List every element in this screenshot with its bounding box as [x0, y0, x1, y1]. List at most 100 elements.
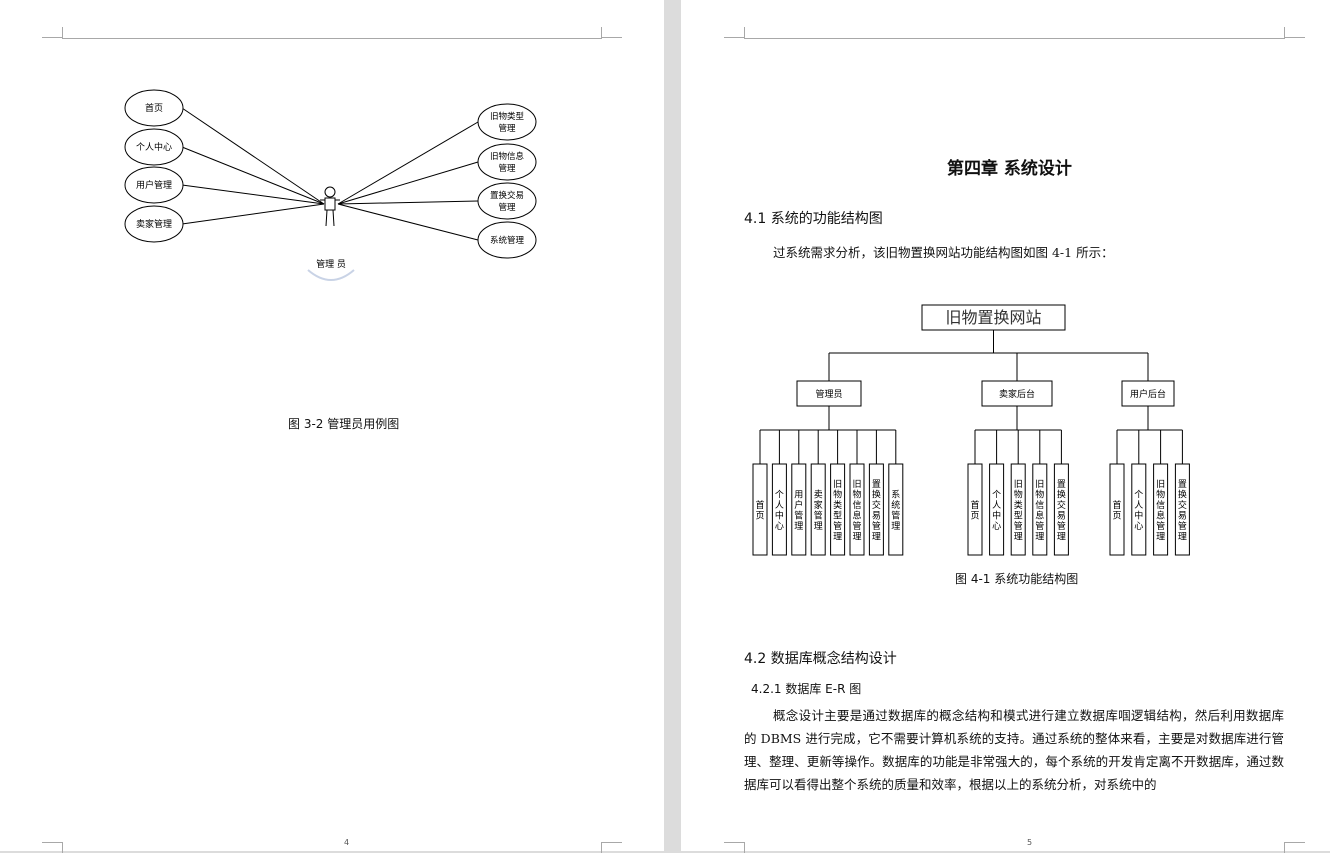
leaf-label-char: 管	[1156, 520, 1165, 532]
leaf-label-char: 物	[1014, 489, 1023, 501]
leaf-label-char: 管	[1057, 520, 1066, 532]
actor-label-shadow	[307, 269, 355, 281]
use-case-label: 卖家管理	[136, 218, 172, 230]
document-page-4: 首页个人中心用户管理卖家管理旧物类型管理旧物信息管理置换交易管理系统管理管理 员…	[0, 0, 664, 853]
leaf-label-char: 旧	[1014, 479, 1023, 490]
leaf-label-char: 交	[1178, 499, 1187, 511]
association-line	[181, 146, 325, 205]
leaf-node	[849, 463, 865, 556]
leaf-label-char: 统	[891, 499, 900, 511]
leaf-label-char: 理	[1178, 532, 1187, 543]
leaf-label-char: 理	[872, 532, 881, 543]
use-case-ellipse	[124, 205, 184, 243]
leaf-label-char: 物	[852, 489, 861, 501]
crop-mark	[724, 842, 745, 853]
leaf-label-char: 用	[794, 490, 803, 501]
leaf-label-char: 卖	[814, 490, 823, 501]
group-node	[981, 380, 1053, 407]
leaf-label-char: 管	[794, 510, 803, 522]
leaf-label-char: 管	[814, 510, 823, 522]
leaf-node	[752, 463, 768, 556]
association-line	[337, 200, 479, 205]
use-case-label: 个人中心	[136, 141, 172, 153]
leaf-label-char: 管	[1014, 520, 1023, 532]
leaf-label-char: 管	[1035, 520, 1044, 532]
leaf-label-char: 首	[755, 499, 764, 511]
leaf-label-char: 类	[833, 499, 842, 511]
leaf-node	[967, 463, 983, 556]
leaf-label-char: 置	[1178, 479, 1187, 490]
association-line	[337, 121, 479, 205]
leaf-label-char: 类	[1014, 499, 1023, 511]
leaf-label-char: 理	[814, 521, 823, 532]
leaf-label-char: 页	[755, 511, 764, 522]
section-heading-4-1: 4.1 系统的功能结构图	[744, 211, 883, 227]
intro-text: 过系统需求分析，该旧物置换网站功能结构图如图 4-1 所示：	[773, 245, 1114, 260]
crop-mark	[601, 842, 622, 853]
leaf-node	[989, 463, 1005, 556]
leaf-label-char: 物	[1156, 489, 1165, 501]
crop-mark	[42, 27, 63, 38]
page-number: 5	[1027, 838, 1033, 847]
leaf-label-char: 息	[1035, 510, 1044, 522]
leaf-label-char: 换	[1178, 489, 1187, 501]
association-line	[337, 161, 479, 205]
association-line	[181, 203, 325, 225]
use-case-label: 置换交易	[490, 190, 524, 201]
leaf-label-char: 换	[1057, 489, 1066, 501]
use-case-ellipse	[477, 103, 537, 141]
use-case-ellipse	[124, 89, 184, 127]
use-case-label: 管理	[498, 202, 516, 213]
association-line	[337, 203, 479, 241]
leaf-label-char: 旧	[1035, 479, 1044, 490]
leaf-label-char: 信	[852, 499, 861, 511]
leaf-label-char: 交	[872, 499, 881, 511]
document-page-5: 5	[681, 0, 1330, 853]
leaf-label-char: 管	[833, 520, 842, 532]
leaf-label-char: 人	[775, 500, 784, 511]
use-case-label: 旧物信息	[490, 151, 525, 162]
actor-label: 管理 员	[316, 258, 346, 270]
crop-mark	[42, 842, 63, 853]
section-heading-4-2: 4.2 数据库概念结构设计	[744, 651, 897, 667]
leaf-label-char: 中	[1134, 510, 1143, 522]
crop-mark	[724, 27, 745, 38]
association-line	[181, 184, 325, 205]
leaf-node	[1131, 463, 1147, 556]
group-label: 用户后台	[1130, 388, 1166, 400]
use-case-ellipse	[124, 166, 184, 204]
leaf-label-char: 理	[833, 532, 842, 543]
leaf-label-char: 首	[970, 499, 979, 511]
leaf-label-char: 个	[992, 490, 1001, 501]
leaf-node	[830, 463, 846, 556]
use-case-label: 管理	[498, 123, 516, 134]
crop-mark	[1284, 27, 1305, 38]
leaf-label-char: 息	[1156, 510, 1165, 522]
leaf-label-char: 置	[1057, 479, 1066, 490]
leaf-node	[791, 463, 807, 556]
use-case-label: 用户管理	[136, 179, 172, 191]
leaf-label-char: 页	[970, 511, 979, 522]
leaf-label-char: 中	[775, 510, 784, 522]
leaf-label-char: 型	[833, 511, 842, 522]
leaf-label-char: 置	[872, 479, 881, 490]
use-case-ellipse	[477, 143, 537, 181]
leaf-label-char: 交	[1057, 499, 1066, 511]
leaf-label-char: 理	[1035, 532, 1044, 543]
leaf-label-char: 户	[794, 499, 803, 511]
leaf-node	[1010, 463, 1026, 556]
leaf-label-char: 心	[775, 521, 784, 532]
header-rule	[744, 38, 1285, 39]
leaf-label-char: 人	[992, 500, 1001, 511]
use-case-ellipse	[477, 221, 537, 259]
leaf-label-char: 管	[872, 520, 881, 532]
leaf-node	[888, 463, 904, 556]
leaf-node	[1174, 463, 1190, 556]
use-case-label: 旧物类型	[490, 111, 525, 122]
use-case-label: 管理	[498, 163, 516, 174]
page-number: 4	[344, 838, 350, 847]
leaf-label-char: 易	[872, 511, 881, 522]
leaf-label-char: 管	[891, 510, 900, 522]
leaf-label-char: 物	[1035, 489, 1044, 501]
